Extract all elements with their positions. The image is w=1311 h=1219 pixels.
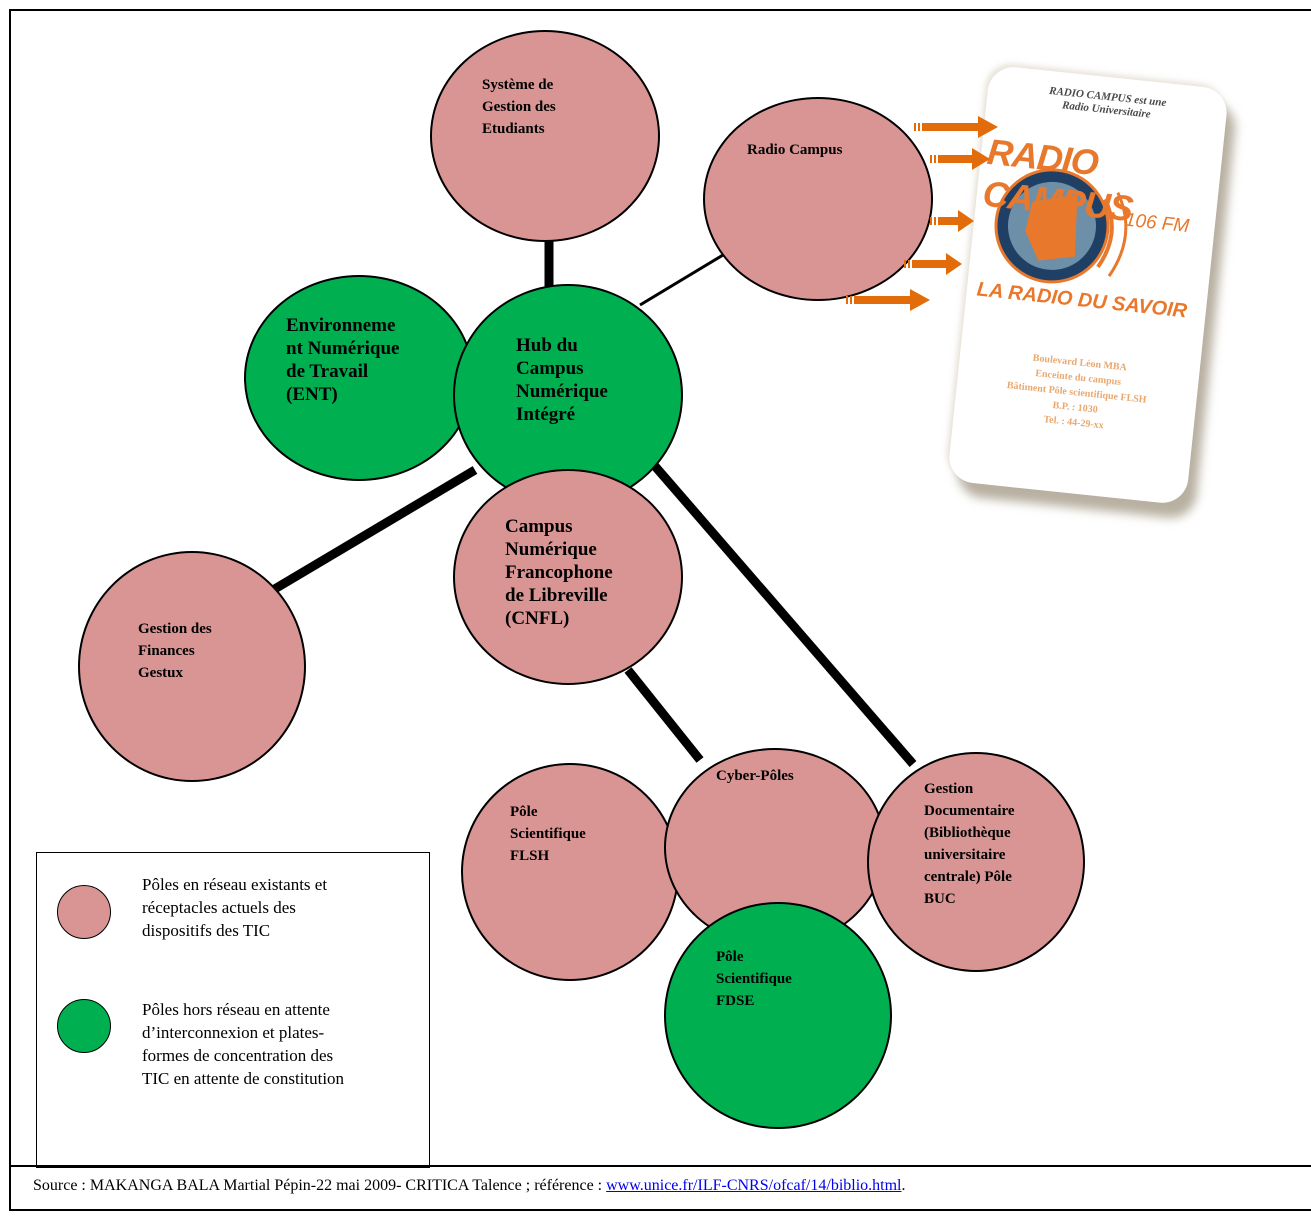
node-radio-campus bbox=[703, 97, 933, 301]
edge-hub-buc bbox=[650, 462, 917, 767]
legend-swatch-existing bbox=[57, 885, 111, 939]
source-suffix: . bbox=[901, 1177, 906, 1194]
source-text: Source : MAKANGA BALA Martial Pépin-22 m… bbox=[33, 1177, 607, 1194]
radio-logo-emblem bbox=[994, 168, 1128, 284]
edge-hub-gestux bbox=[270, 466, 478, 594]
broadcast-arrow-icon bbox=[930, 148, 990, 170]
source-separator bbox=[9, 1165, 1311, 1167]
source-link[interactable]: www.unice.fr/ILF-CNRS/ofcaf/14/biblio.ht… bbox=[606, 1177, 902, 1194]
node-buc bbox=[867, 752, 1085, 972]
broadcast-arrow-icon bbox=[930, 210, 974, 232]
node-flsh bbox=[461, 763, 679, 981]
broadcast-arrow-icon bbox=[904, 253, 962, 275]
broadcast-arrow-icon bbox=[846, 289, 930, 311]
edge-hub-radio bbox=[639, 250, 729, 307]
broadcast-arrow-icon bbox=[914, 116, 998, 138]
node-fdse bbox=[664, 902, 892, 1129]
diagram-frame bbox=[9, 9, 1311, 1211]
label-cyber-poles: Cyber-Pôles bbox=[716, 768, 794, 784]
legend-swatch-offline bbox=[57, 999, 111, 1053]
label-radio-campus: Radio Campus bbox=[747, 142, 843, 158]
node-systeme-gestion-etudiants bbox=[430, 30, 660, 242]
node-cnfl bbox=[453, 469, 683, 685]
node-gestux bbox=[78, 551, 306, 782]
edge-cnfl-cyber bbox=[624, 667, 704, 763]
source-caption: Source : MAKANGA BALA Martial Pépin-22 m… bbox=[33, 1177, 906, 1195]
